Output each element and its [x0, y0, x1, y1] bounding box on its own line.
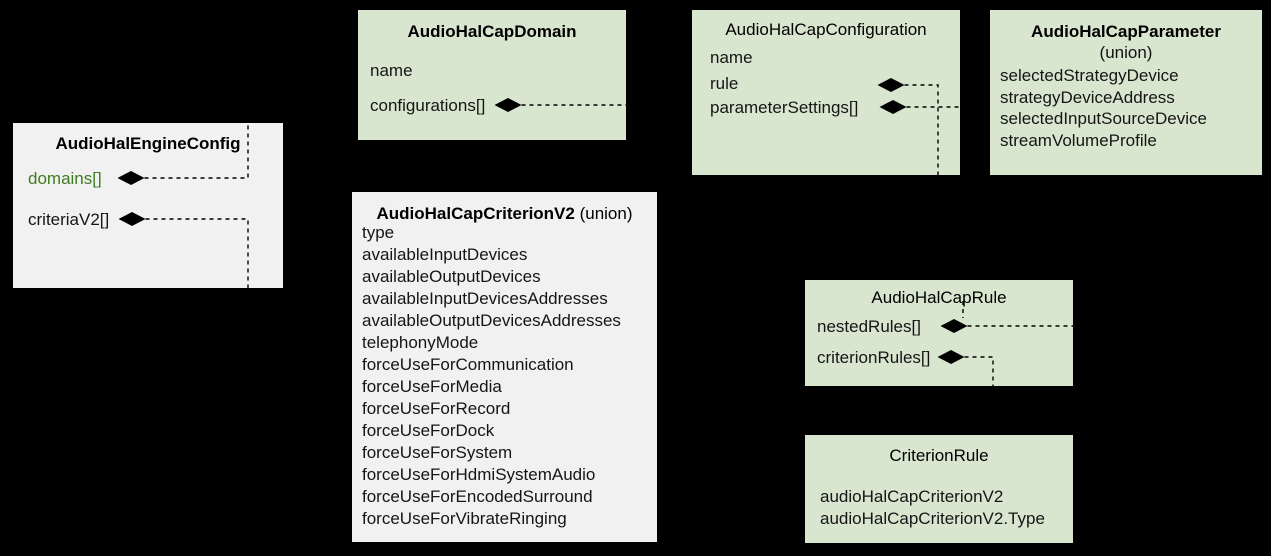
- field-audiohalcapcriterionv2: audioHalCapCriterionV2: [820, 487, 1004, 506]
- class-title: AudioHalEngineConfig: [55, 134, 241, 153]
- class-title: AudioHalCapRule: [871, 288, 1007, 307]
- field-type: type: [362, 223, 395, 242]
- field-strategydeviceaddress: strategyDeviceAddress: [1000, 88, 1175, 107]
- class-box-audiohalcapcriterionv2: AudioHalCapCriterionV2 (union) type avai…: [352, 192, 657, 542]
- field-forceuseforsystem: forceUseForSystem: [362, 443, 513, 462]
- class-box-criterionrule: CriterionRule audioHalCapCriterionV2 aud…: [805, 435, 1073, 543]
- field-name: name: [710, 48, 753, 67]
- class-title: AudioHalCapCriterionV2 (union): [352, 203, 657, 224]
- class-box-audiohalcapdomain: AudioHalCapDomain name configurations[]: [358, 10, 626, 140]
- class-box-audiohalcapparameter: AudioHalCapParameter (union) selectedStr…: [990, 10, 1262, 175]
- field-telephonymode: telephonyMode: [362, 333, 479, 352]
- field-forceuseforcommunication: forceUseForCommunication: [362, 355, 574, 374]
- field-selectedstrategydevice: selectedStrategyDevice: [1000, 66, 1179, 85]
- class-title: AudioHalCapDomain: [407, 22, 577, 41]
- field-nestedrules: nestedRules[]: [817, 317, 921, 336]
- class-subtitle-union: (union): [1099, 43, 1153, 62]
- field-streamvolumeprofile: streamVolumeProfile: [1000, 131, 1157, 150]
- field-availableinputdevices: availableInputDevices: [362, 245, 528, 264]
- field-forceuseforhdmisystemaudio: forceUseForHdmiSystemAudio: [362, 465, 596, 484]
- field-parametersettings: parameterSettings[]: [710, 98, 859, 117]
- field-selectedinputsourcedevice: selectedInputSourceDevice: [1000, 109, 1207, 128]
- field-audiohalcapcriterionv2-type: audioHalCapCriterionV2.Type: [820, 509, 1045, 528]
- field-forceuseformedia: forceUseForMedia: [362, 377, 502, 396]
- field-forceuseforvibrateringing: forceUseForVibrateRinging: [362, 509, 567, 528]
- field-forceusefordock: forceUseForDock: [362, 421, 495, 440]
- class-title-union-suffix: (union): [574, 204, 633, 223]
- field-forceuseforencodedsurround: forceUseForEncodedSurround: [362, 487, 593, 506]
- class-box-audiohalcapconfiguration: AudioHalCapConfiguration name rule param…: [692, 10, 960, 175]
- field-rule: rule: [710, 74, 739, 93]
- field-name: name: [370, 61, 413, 80]
- class-title: AudioHalCapParameter: [1031, 22, 1221, 41]
- field-availableinputdevicesaddresses: availableInputDevicesAddresses: [362, 289, 608, 308]
- field-list: type availableInputDevices availableOutp…: [362, 222, 621, 530]
- field-domains: domains[]: [28, 169, 102, 188]
- field-availableoutputdevicesaddresses: availableOutputDevicesAddresses: [362, 311, 621, 330]
- field-forceuseforrecord: forceUseForRecord: [362, 399, 511, 418]
- field-availableoutputdevices: availableOutputDevices: [362, 267, 541, 286]
- field-criteriav2: criteriaV2[]: [28, 210, 110, 229]
- class-title-text: AudioHalCapCriterionV2: [376, 204, 575, 223]
- class-box-audiohalengineconfig: AudioHalEngineConfig domains[] criteriaV…: [13, 123, 283, 288]
- class-title: AudioHalCapConfiguration: [725, 20, 927, 39]
- field-criterionrules: criterionRules[]: [817, 348, 931, 367]
- class-title: CriterionRule: [889, 446, 989, 465]
- class-box-audiohalcaprule: AudioHalCapRule nestedRules[] criterionR…: [805, 280, 1073, 386]
- field-configurations: configurations[]: [370, 96, 486, 115]
